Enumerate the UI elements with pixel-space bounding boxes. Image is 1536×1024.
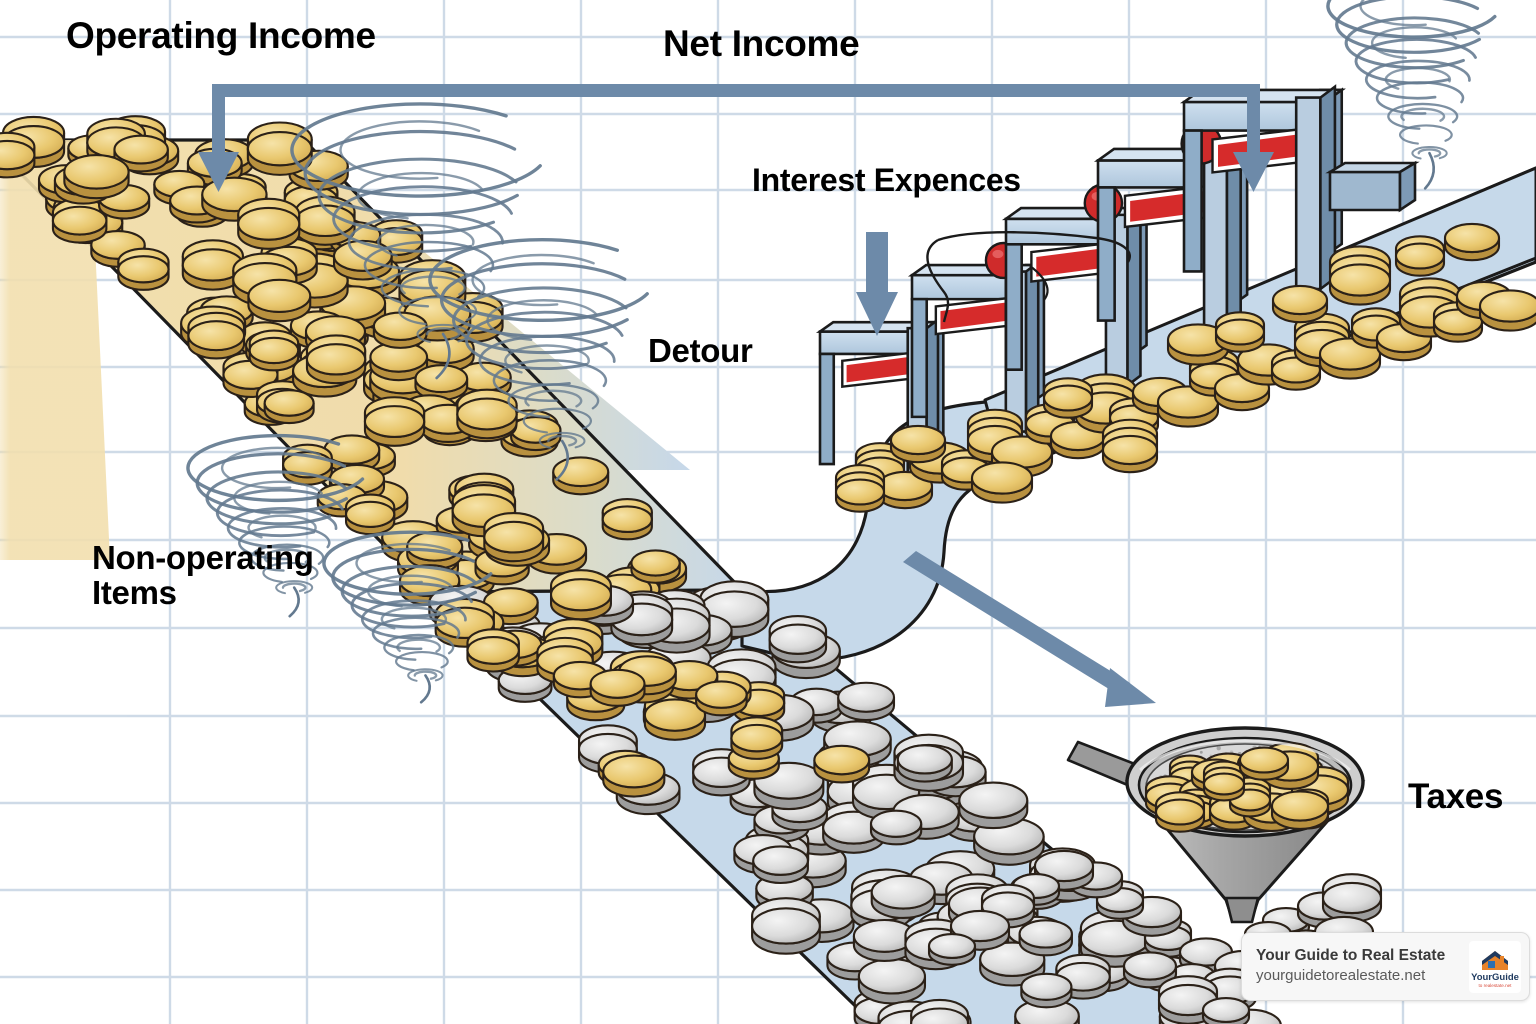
watermark-badge[interactable]: Your Guide to Real Estate yourguidetorea… <box>1241 932 1530 1001</box>
tornado-icon <box>322 530 493 704</box>
label-detour: Detour <box>648 332 753 369</box>
label-interest-expences: Interest Expences <box>752 162 1021 198</box>
arrow-to-taxes-funnel <box>903 551 1156 707</box>
tax-funnel-sieve <box>1066 726 1366 924</box>
label-operating-income: Operating Income <box>66 15 376 56</box>
tornado-icon <box>186 433 365 618</box>
tornado-icon <box>290 102 542 380</box>
tornado-icon <box>428 238 649 481</box>
toll-gate <box>1179 84 1346 292</box>
svg-text:YourGuide: YourGuide <box>1471 972 1519 983</box>
bracket-arrow-operating-to-net <box>198 84 1274 192</box>
silver-coins-cluster <box>428 569 1282 1024</box>
label-net-income: Net Income <box>663 23 860 64</box>
gate-connector-wire-left <box>926 238 950 323</box>
yourguide-logo-icon: YourGuide to realestate.net <box>1469 940 1521 993</box>
blue-block <box>1325 160 1420 213</box>
toll-gates <box>815 84 1346 481</box>
ramp-gold-coins <box>834 222 1536 513</box>
arrow-interest-expences <box>856 232 898 336</box>
watermark-url: yourguidetorealestate.net <box>1256 967 1426 985</box>
label-non-operating-items: Non-operating Items <box>92 539 314 611</box>
svg-text:to realestate.net: to realestate.net <box>1479 983 1513 988</box>
label-taxes: Taxes <box>1408 777 1504 816</box>
tornado-icon <box>1326 0 1497 190</box>
watermark-text: Your Guide to Real Estate yourguidetorea… <box>1256 946 1461 986</box>
tornado-swirls <box>186 0 1497 704</box>
gate-connector-wire <box>937 231 1131 263</box>
gate-connector-wire-mid <box>1029 265 1049 301</box>
watermark-title: Your Guide to Real Estate <box>1256 947 1446 965</box>
